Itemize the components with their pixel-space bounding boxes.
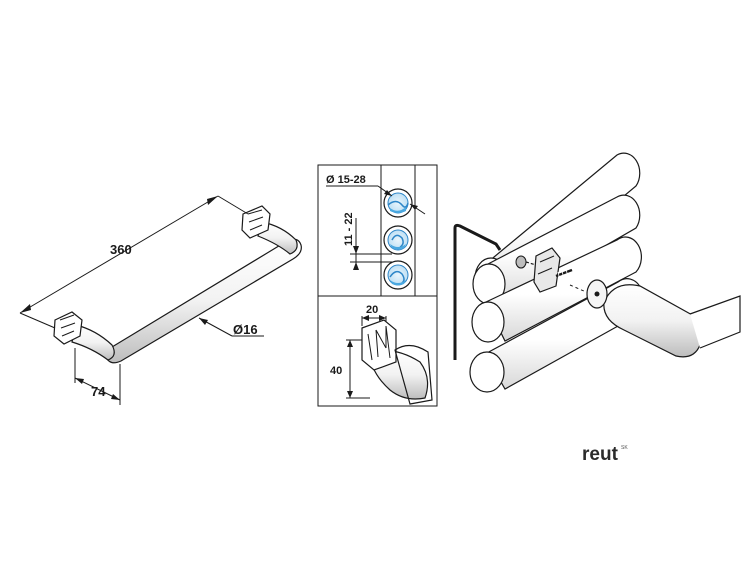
width-arrow-right: [379, 315, 386, 321]
length-arrow-right: [207, 196, 218, 205]
bracket-detail: 20 40: [330, 304, 433, 405]
detail-panel: Ø 15-28 11 - 22 20: [317, 164, 438, 407]
offset-arrow-right: [111, 394, 120, 400]
radiator-pipe-3: [471, 236, 642, 343]
left-bracket-arm: [71, 324, 115, 361]
spacing-arrow-bottom: [353, 262, 359, 270]
length-dimension-line: [19, 195, 219, 314]
bracket-clamp: [361, 319, 397, 371]
left-bracket-clamp: [53, 311, 83, 345]
height-arrow-bottom: [347, 391, 353, 398]
length-extension-right: [217, 195, 249, 215]
towel-bar-end: [586, 279, 741, 358]
pipe-section-3: [383, 260, 413, 290]
diameter-label: Ø16: [233, 322, 258, 337]
offset-label: 74: [91, 384, 106, 399]
pipe-range-arrow-right: [410, 204, 418, 210]
brand-name: reut: [582, 444, 619, 465]
pipe-section-1: [383, 188, 413, 218]
length-extension-left: [19, 312, 56, 329]
spacing-arrow-top: [353, 246, 359, 254]
threaded-bolt: [555, 268, 573, 281]
brand-logo: reut SK: [582, 444, 628, 465]
spacing-label: 11 - 22: [343, 212, 355, 246]
towel-bar-rod: [105, 238, 302, 364]
bracket-wedge: [533, 247, 561, 293]
width-arrow-left: [362, 315, 369, 321]
diameter-arrow: [199, 318, 208, 325]
brand-mark: SK: [621, 445, 628, 451]
height-label: 40: [330, 365, 342, 377]
pipe-range-label: Ø 15-28: [326, 174, 366, 186]
height-arrow-top: [347, 340, 353, 347]
towel-bar-drawing: 360 Ø16 74: [19, 195, 302, 405]
width-label: 20: [366, 304, 378, 316]
pipe-range-arrow: [384, 190, 392, 196]
pipe-section-2: [383, 225, 413, 255]
offset-arrow-left: [75, 378, 84, 384]
radiator-pipe-2: [472, 194, 641, 305]
right-bracket-clamp: [241, 205, 271, 239]
installation-drawing: [453, 152, 741, 393]
hex-key-tool: [453, 223, 502, 360]
pipe-section-detail: Ø 15-28 11 - 22: [326, 165, 426, 296]
length-arrow-left: [20, 304, 31, 313]
length-label: 360: [110, 242, 132, 257]
